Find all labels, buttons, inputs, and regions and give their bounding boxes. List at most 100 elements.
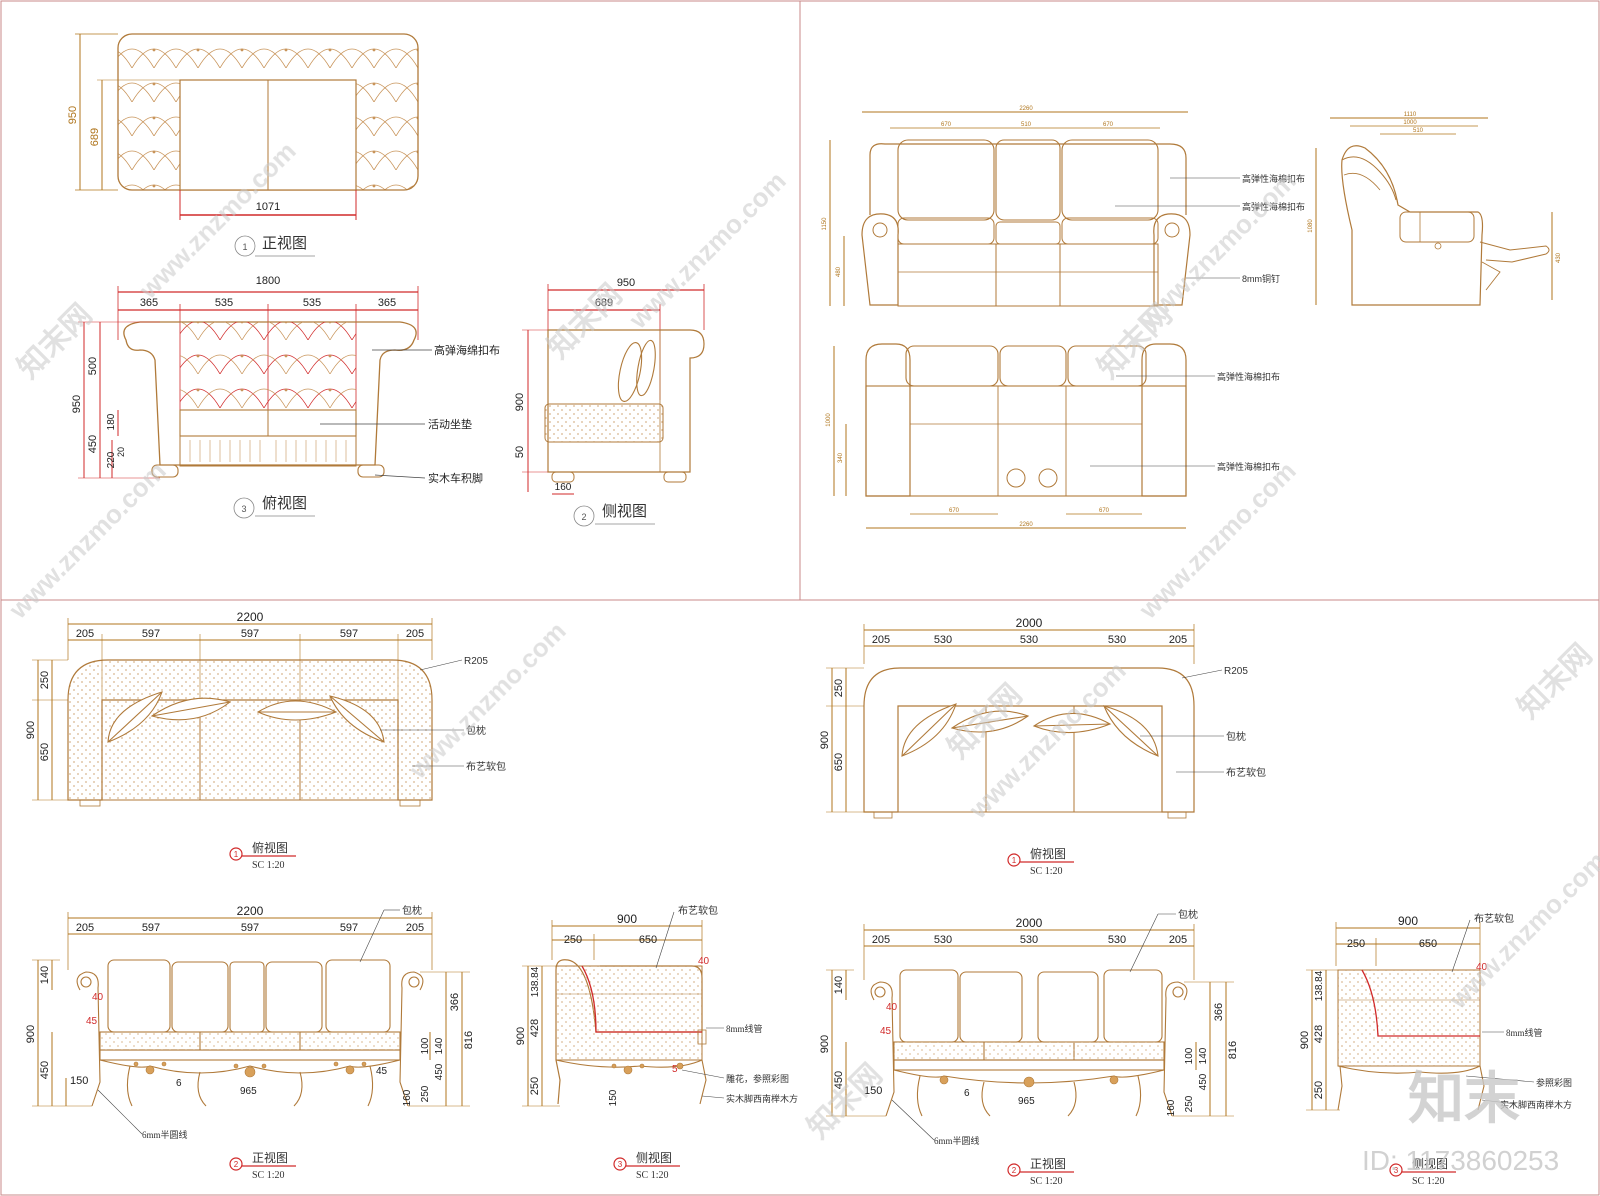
tr-dim-total: 2260: [1019, 106, 1033, 112]
tr-back-view: 1000 340 670 670 2260 高弹性海棉扣布 高弹性海棉扣布: [826, 343, 1280, 529]
br-front-r-3: 140: [1198, 1047, 1209, 1064]
tr-rec-sub2: 510: [1413, 128, 1424, 134]
bl-front-r-4: 100: [420, 1037, 431, 1054]
br-side-num: 3: [1394, 1166, 1399, 1175]
br-front-r-4: 100: [1184, 1047, 1195, 1064]
bl-front-seg-5: 205: [406, 922, 424, 934]
bl-plan-h-2: 900: [25, 721, 37, 739]
bl-side-h-3: 428: [529, 1019, 541, 1037]
br-plan-seg-1: 205: [872, 634, 890, 646]
bl-side-callout-4: 实木脚西南榉木方: [726, 1093, 798, 1104]
bl-side-view: 900 250 650 138.84 900 428 250 150 40: [515, 904, 798, 1181]
br-side-seg-1: 250: [1347, 938, 1365, 950]
tl-callout-2: 活动坐垫: [428, 417, 472, 431]
bl-side-h-5: 150: [608, 1089, 619, 1106]
watermark-brand-4: 知末网: [1512, 638, 1599, 725]
bl-radius: R205: [464, 656, 488, 667]
br-front-seg-3: 530: [1020, 934, 1038, 946]
bl-plan-title: 俯视图: [252, 840, 288, 855]
br-front-s-1: 40: [886, 1002, 898, 1013]
tl-side-950: 950: [617, 277, 635, 289]
br-front-r-2: 816: [1227, 1041, 1239, 1059]
panel-bottom-left: 2200 205 597 597 597 205: [25, 610, 798, 1181]
br-side-h-4: 250: [1313, 1081, 1325, 1099]
bl-plan-total: 2200: [237, 610, 264, 624]
bl-plan-seg-4: 597: [340, 628, 358, 640]
br-side-total: 900: [1398, 914, 1418, 928]
br-plan-seg-4: 530: [1108, 634, 1126, 646]
br-front-total: 2000: [1016, 916, 1043, 930]
panel-bottom-right: 2000 205 530 530 530 205: [819, 616, 1572, 1187]
br-front-view: 2000 205 530 530 530 205: [819, 908, 1239, 1187]
bl-front-h-2: 900: [25, 1025, 37, 1043]
br-front-r-7: 160: [1166, 1099, 1177, 1116]
br-plan-h-3: 650: [833, 753, 845, 771]
br-front-seg-1: 205: [872, 934, 890, 946]
bl-plan-h-1: 250: [39, 671, 51, 689]
br-front-r-5: 450: [1198, 1073, 1209, 1090]
tr-callout-2: 高弹性海棉扣布: [1242, 201, 1305, 212]
tl-side-900: 900: [514, 393, 526, 411]
tl-callout-1: 高弹海绵扣布: [434, 343, 500, 357]
tl-h-450: 450: [87, 435, 99, 453]
bl-front-s-5: 45: [376, 1066, 388, 1077]
br-front-h-1: 140: [833, 976, 845, 994]
br-front-h-3: 450: [833, 1071, 845, 1089]
bl-side-callout-2: 8mm线管: [726, 1023, 763, 1034]
bl-side-total: 900: [617, 912, 637, 926]
br-plan-scale: SC 1:20: [1030, 866, 1063, 877]
bl-front-h-1: 140: [39, 966, 51, 984]
br-front-h-2: 900: [819, 1035, 831, 1053]
br-side-callout-2: 8mm线管: [1506, 1027, 1543, 1038]
bl-front-scale: SC 1:20: [252, 1170, 285, 1181]
br-plan-total: 2000: [1016, 616, 1043, 630]
bl-plan-seg-1: 205: [76, 628, 94, 640]
tr-rec-sub: 1000: [1403, 120, 1417, 126]
tr-back-b1: 670: [949, 508, 960, 514]
bl-plan-scale: SC 1:20: [252, 860, 285, 871]
br-plan-callout-1: 包枕: [1226, 730, 1246, 743]
br-front-s-4: 965: [1018, 1096, 1035, 1107]
br-side-callout-1: 布艺软包: [1474, 912, 1514, 925]
br-front-s-3: 6: [964, 1088, 970, 1099]
br-side-callout-3: 参照彩图: [1536, 1077, 1572, 1088]
br-plan-title: 俯视图: [1030, 846, 1066, 861]
bl-plan-seg-3: 597: [241, 628, 259, 640]
tl-front-seg-1: 365: [140, 297, 158, 309]
bl-side-seg-1: 250: [564, 934, 582, 946]
br-plan-seg-3: 530: [1020, 634, 1038, 646]
tr-back-h2: 340: [838, 452, 844, 463]
br-plan-num: 1: [1012, 856, 1017, 865]
bl-plan-view: 2200 205 597 597 597 205: [25, 610, 506, 871]
watermark-site-7: www.znzmo.com: [1442, 846, 1600, 1015]
watermark-brand-6: 知末网: [802, 1058, 889, 1145]
bl-side-h-1: 138.84: [530, 966, 541, 997]
tl-plan-num: 1: [242, 242, 247, 252]
bl-side-s-1: 40: [698, 956, 710, 967]
br-side-s-1: 40: [1476, 962, 1488, 973]
br-front-r-1: 366: [1213, 1003, 1225, 1021]
br-front-seg-4: 530: [1108, 934, 1126, 946]
bl-front-num: 2: [234, 1160, 239, 1169]
bl-front-seg-2: 597: [142, 922, 160, 934]
tl-plan-view: 950 689 1071 1 正视图: [67, 33, 419, 257]
tl-dim-689: 689: [89, 128, 101, 146]
brand-logo-text: 知末: [1408, 1067, 1520, 1130]
tl-dim-1071: 1071: [256, 201, 280, 213]
watermark-brand-2: 知末网: [542, 278, 629, 365]
tl-side-title: 侧视图: [602, 503, 647, 520]
tl-h-500: 500: [87, 357, 99, 375]
bl-side-seg-2: 650: [639, 934, 657, 946]
tl-front-seg-3: 535: [303, 297, 321, 309]
bl-front-r-6: 250: [420, 1085, 431, 1102]
tl-front-title: 俯视图: [262, 495, 307, 512]
tl-side-50: 50: [514, 446, 526, 458]
br-plan-h-2: 900: [819, 731, 831, 749]
br-front-num: 2: [1012, 1166, 1017, 1175]
br-front-callout-1: 包枕: [1178, 908, 1198, 921]
tr-callout-3: 8mm铜钉: [1242, 273, 1280, 284]
br-front-r-6: 250: [1184, 1095, 1195, 1112]
bl-plan-h-3: 650: [39, 743, 51, 761]
bl-side-callout-1: 布艺软包: [678, 904, 718, 917]
